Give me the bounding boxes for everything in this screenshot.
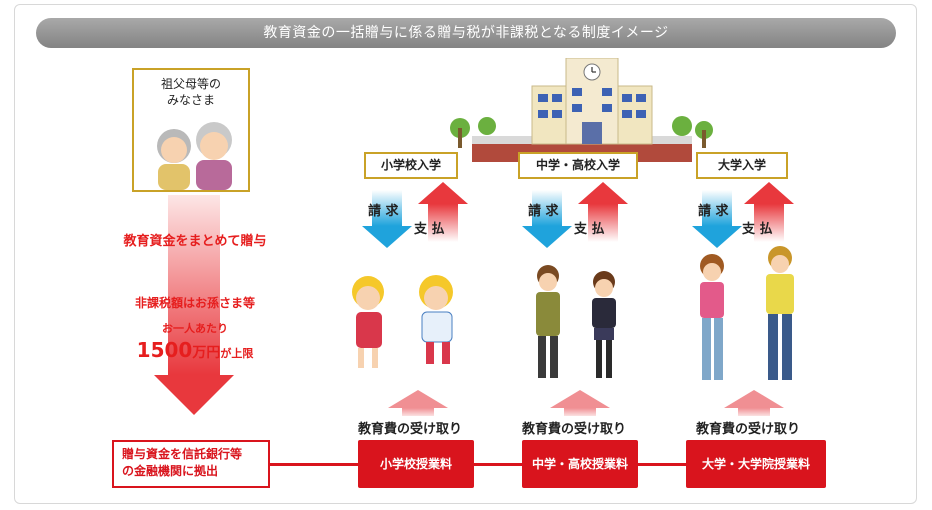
request-label-elementary: 請 求 [368,204,399,219]
payment-label-elementary: 支 払 [414,222,445,237]
payment-label-university: 支 払 [742,222,773,237]
fee-box-junior-high: 中学・高校授業料 [522,440,638,488]
diagram-title: 教育資金の一括贈与に係る贈与税が非課税となる制度イメージ [36,18,896,48]
gift-text: 教育資金をまとめて贈与 [123,234,267,249]
request-label-junior-high: 請 求 [528,204,559,219]
receive-arrow-university [724,390,784,416]
deposit-line2: の金融機関に拠出 [122,464,219,478]
request-arrow-elementary [362,190,412,248]
limit-unit: 万円 [192,345,221,361]
request-arrow-university [692,190,742,248]
deposit-box: 贈与資金を信託銀行等 の金融機関に拠出 [112,440,270,488]
payment-arrow-elementary [418,182,468,242]
receive-label-elementary: 教育費の受け取り [358,422,463,437]
grandparents-box: 祖父母等の みなさま [132,68,250,192]
fee-box-elementary: 小学校授業料 [358,440,474,488]
receive-arrow-elementary [388,390,448,416]
request-label-university: 請 求 [698,204,729,219]
receive-arrow-junior-high [550,390,610,416]
limit-amount: 1500 [136,338,193,362]
request-arrow-junior-high [522,190,572,248]
connector-junior-to-university [638,463,688,466]
stage-junior-high-box: 中学・高校入学 [518,152,638,179]
grandparents-illustration [157,122,232,190]
payment-label-junior-high: 支 払 [574,222,605,237]
stage-university-box: 大学入学 [696,152,788,179]
connector-deposit-to-elementary [270,463,360,466]
limit-amount-line: 1500万円が上限 [100,338,290,362]
payment-arrow-junior-high [578,182,628,242]
limit-line2: お一人あたり [162,322,228,335]
grandparents-label-line1: 祖父母等の [160,77,221,91]
junior-high-students-illustration [536,265,616,378]
connector-elementary-to-junior [474,463,524,466]
receive-label-junior-high: 教育費の受け取り [522,422,627,437]
limit-line1: 非課税額はお孫さま等 [134,296,255,310]
stage-elementary-box: 小学校入学 [364,152,458,179]
elementary-children-illustration [352,275,453,368]
receive-label-university: 教育費の受け取り [696,422,801,437]
payment-arrow-university [744,182,794,242]
deposit-line1: 贈与資金を信託銀行等 [122,447,243,461]
university-students-illustration [700,246,794,380]
gift-flow-arrow [154,195,234,415]
limit-suffix: が上限 [220,347,254,360]
grandparents-label-line2: みなさま [166,93,215,107]
fee-box-university: 大学・大学院授業料 [686,440,826,488]
